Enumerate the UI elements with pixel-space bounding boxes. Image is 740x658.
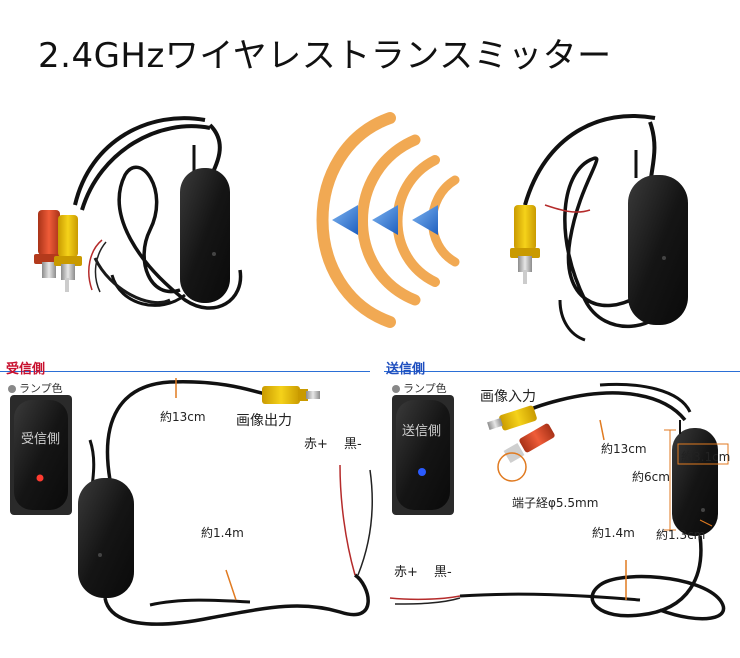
receiver-video-out-label: 画像出力 — [236, 413, 292, 429]
transmitter-section-label: 送信側 — [386, 362, 426, 377]
transmitter-short-cable-label: 約13cm — [601, 442, 647, 456]
transmitter-box-label: 送信側 — [402, 424, 442, 439]
transmitter-lamp-caption: ランプ色 — [392, 380, 447, 396]
transmitter-lamp-icon — [418, 468, 426, 476]
top-receiver-unit — [34, 116, 243, 310]
section-divider — [0, 371, 370, 372]
bullet-icon — [8, 385, 16, 393]
transmitter-red-plus-label: 赤+ — [394, 565, 418, 580]
receiver-lamp-caption: ランプ色 — [8, 380, 63, 396]
receiver-short-cable-label: 約13cm — [160, 410, 206, 424]
transmitter-long-cable-label: 約1.4m — [592, 526, 635, 540]
signal-arrow-icon — [412, 205, 438, 235]
section-divider — [384, 371, 740, 372]
device-length-label: 約6cm — [632, 470, 670, 484]
device-thickness-label: 約1.3cm — [656, 528, 706, 542]
receiver-long-cable-label: 約1.4m — [201, 526, 244, 540]
receiver-section-label: 受信側 — [6, 362, 46, 377]
receiver-black-minus-label: 黒- — [344, 437, 362, 452]
terminal-diameter-label: 端子経φ5.5mm — [512, 496, 599, 510]
receiver-lamp-icon — [36, 474, 44, 482]
transmitter-black-minus-label: 黒- — [434, 565, 452, 580]
bullet-icon — [392, 385, 400, 393]
transmitter-video-in-label: 画像入力 — [480, 389, 536, 405]
top-transmitter-unit — [510, 113, 688, 342]
device-width-label: 約3.1cm — [681, 450, 731, 464]
page-title: 2.4GHzワイヤレストランスミッター — [38, 36, 612, 76]
receiver-box-label: 受信側 — [21, 432, 61, 447]
transmitter-diagram — [389, 382, 729, 621]
signal-arrow-icon — [332, 205, 358, 235]
receiver-diagram — [10, 378, 373, 626]
receiver-red-plus-label: 赤+ — [304, 437, 328, 452]
signal-arrow-icon — [372, 205, 398, 235]
wireless-signal-graphic — [316, 112, 460, 328]
